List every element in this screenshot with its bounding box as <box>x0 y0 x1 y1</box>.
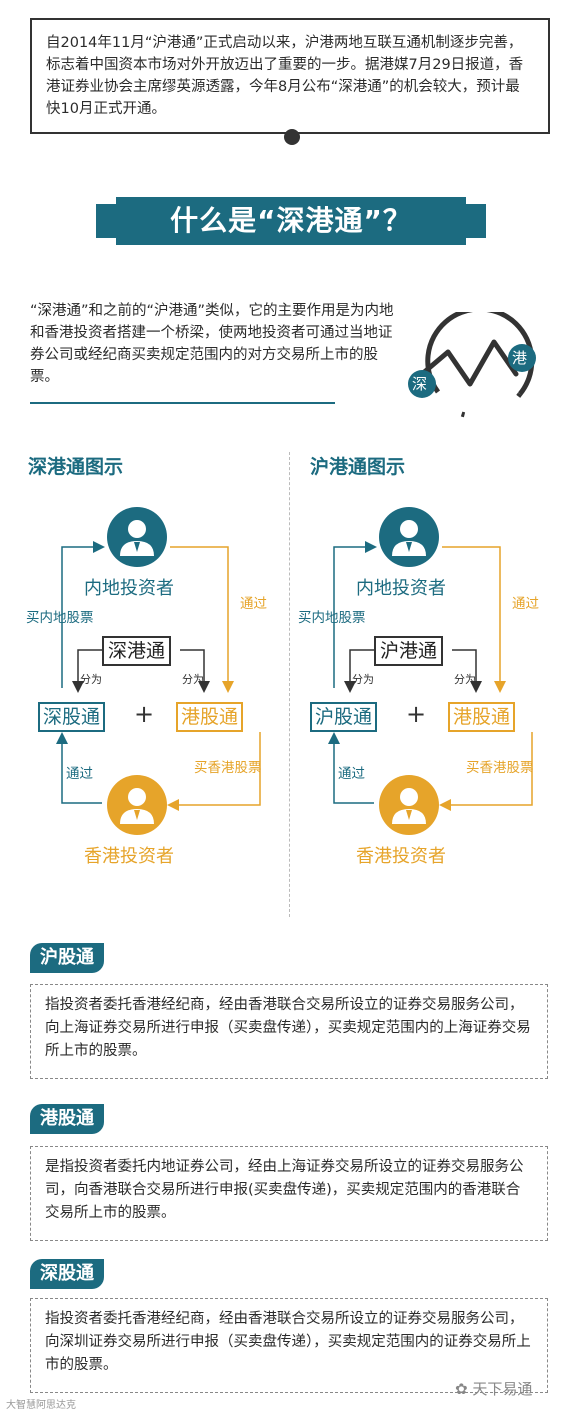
diagram-title-shanghai: 沪港通图示 <box>310 456 406 478</box>
section-title-banner: 什么是“深港通”？ <box>116 197 466 245</box>
footer-brand: ✿ 天下易通 <box>455 1378 532 1399</box>
southbound-left-box: 深股通 <box>38 702 106 732</box>
connector-dot <box>284 129 300 145</box>
buy-mainland-label: 买内地股票 <box>26 610 94 626</box>
buy-hk-label: 买香港股票 <box>194 760 262 776</box>
term-tag-shengutong: 深股通 <box>30 1259 104 1289</box>
intro-box: 自2014年11月“沪港通”正式启动以来，沪港两地互联互通机制逐步完善，标志着中… <box>30 18 550 134</box>
hk-investor-label: 香港投资者 <box>84 846 174 867</box>
southbound-left-box: 沪股通 <box>310 702 378 732</box>
split-label-right: 分为 <box>454 673 476 686</box>
plus-sign: + <box>406 700 427 728</box>
logo-char-shen: 深 <box>412 375 428 393</box>
split-label-left: 分为 <box>80 673 102 686</box>
definition-text: 是指投资者委托内地证券公司，经由上海证券交易所设立的证券交易服务公司，向香港联合… <box>45 1159 524 1221</box>
ganggutong-box: 港股通 <box>448 702 516 732</box>
via-label-bottom: 通过 <box>338 766 365 782</box>
plus-sign: + <box>134 700 155 728</box>
ganggutong-box: 港股通 <box>176 702 244 732</box>
hub-box: 沪港通 <box>374 636 444 666</box>
definition-text: 指投资者委托香港经纪商，经由香港联合交易所设立的证券交易服务公司，向深圳证券交易… <box>45 1311 531 1373</box>
split-label-left: 分为 <box>352 673 374 686</box>
description-underline <box>30 402 335 404</box>
banner-right-tab <box>466 204 486 238</box>
via-label-top: 通过 <box>240 596 267 612</box>
diagram-title-shenzhen: 深港通图示 <box>28 456 124 478</box>
hk-investor-label: 香港投资者 <box>356 846 446 867</box>
split-label-right: 分为 <box>182 673 204 686</box>
description: “深港通”和之前的“沪港通”类似，它的主要作用是为内地和香港投资者搭建一个桥梁，… <box>30 303 394 385</box>
term-tag-ganggutong: 港股通 <box>30 1104 104 1134</box>
via-label-top: 通过 <box>512 596 539 612</box>
term-tag-hugutong: 沪股通 <box>30 943 104 973</box>
definition-text: 指投资者委托香港经纪商，经由香港联合交易所设立的证券交易服务公司，向上海证券交易… <box>45 997 531 1059</box>
intro-text: 自2014年11月“沪港通”正式启动以来，沪港两地互联互通机制逐步完善，标志着中… <box>46 35 524 117</box>
hub-box: 深港通 <box>102 636 172 666</box>
definition-card-hugutong: 指投资者委托香港经纪商，经由香港联合交易所设立的证券交易服务公司，向上海证券交易… <box>30 984 548 1079</box>
diagram-shanghai: 内地投资者买内地股票通过沪港通分为分为沪股通+港股通买香港股票通过香港投资者 <box>282 470 562 920</box>
diagram-divider <box>289 452 290 917</box>
buy-mainland-label: 买内地股票 <box>298 610 366 626</box>
stock-wave-icon: 深 港 <box>408 306 538 420</box>
definition-card-ganggutong: 是指投资者委托内地证券公司，经由上海证券交易所设立的证券交易服务公司，向香港联合… <box>30 1146 548 1241</box>
mainland-investor-label: 内地投资者 <box>84 578 174 599</box>
banner-title: 什么是“深港通”？ <box>170 204 412 237</box>
banner-left-tab <box>96 204 116 238</box>
wechat-icon: ✿ <box>455 1380 473 1398</box>
logo-char-gang: 港 <box>512 349 528 367</box>
definition-card-shengutong: 指投资者委托香港经纪商，经由香港联合交易所设立的证券交易服务公司，向深圳证券交易… <box>30 1298 548 1393</box>
footer-watermark: 大智慧阿思达克 <box>6 1400 76 1411</box>
diagram-shenzhen: 内地投资者买内地股票通过深港通分为分为深股通+港股通买香港股票通过香港投资者 <box>10 470 290 920</box>
via-label-bottom: 通过 <box>66 766 93 782</box>
buy-hk-label: 买香港股票 <box>466 760 534 776</box>
mainland-investor-label: 内地投资者 <box>356 578 446 599</box>
footer-brand-label: 天下易通 <box>472 1380 533 1398</box>
